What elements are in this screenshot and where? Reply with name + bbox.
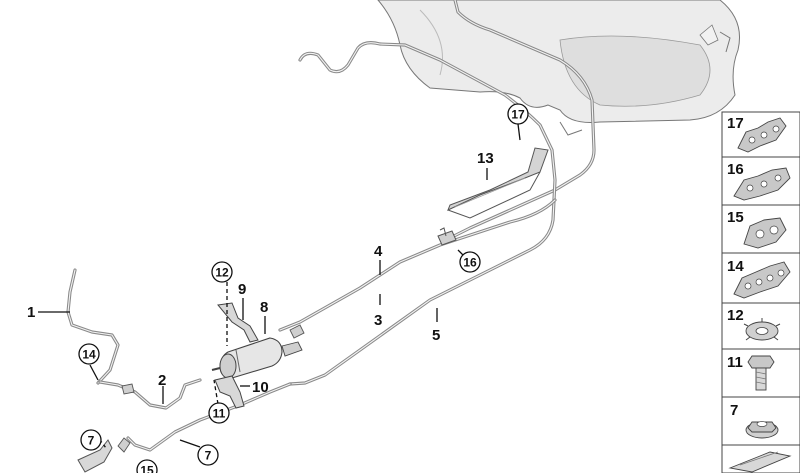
svg-text:7: 7 (88, 434, 95, 448)
svg-text:14: 14 (727, 258, 744, 275)
callout-9: 9 (238, 281, 246, 298)
svg-text:15: 15 (727, 209, 744, 226)
circled-callout-7b: 7 (197, 444, 219, 466)
parts-cell-12: 12 (721, 302, 800, 350)
parts-panel: 17 16 15 (721, 111, 800, 473)
circled-callout-7a: 7 (80, 429, 102, 451)
filter-bracket-lower (214, 375, 245, 409)
svg-text:15: 15 (140, 464, 154, 473)
circled-callout-17: 17 (507, 103, 529, 125)
callout-4: 4 (374, 243, 383, 260)
svg-text:16: 16 (727, 161, 744, 178)
svg-text:7: 7 (730, 402, 738, 419)
heat-shield-bracket (447, 147, 549, 219)
callout-2: 2 (158, 372, 166, 389)
lower-left-bracket (77, 437, 131, 473)
parts-cell-15: 15 (721, 204, 800, 254)
callout-1: 1 (27, 304, 35, 321)
fuel-pipes (66, 0, 596, 452)
circled-callout-11: 11 (208, 402, 230, 424)
circled-callout-14: 14 (78, 343, 100, 365)
svg-text:12: 12 (215, 266, 229, 280)
svg-text:14: 14 (82, 348, 96, 362)
circled-callout-12: 12 (211, 261, 233, 283)
callout-3: 3 (374, 312, 382, 329)
circled-callout-16: 16 (459, 251, 481, 273)
callout-10: 10 (252, 379, 269, 396)
fuel-filter (211, 337, 303, 379)
callout-13: 13 (477, 150, 494, 167)
hex-bolt-icon (747, 355, 775, 391)
svg-text:17: 17 (511, 108, 525, 122)
pipe-connector (121, 324, 305, 395)
svg-text:16: 16 (463, 256, 477, 270)
svg-text:17: 17 (727, 115, 744, 132)
gasket-strip-icon (728, 451, 792, 473)
filter-bracket-upper (217, 302, 259, 343)
parts-cell-gasket (721, 444, 800, 473)
triple-pipe-clip-icon (733, 167, 791, 201)
parts-cell-7: 7 (721, 396, 800, 446)
leader-lines (38, 123, 521, 449)
svg-text:7: 7 (205, 449, 212, 463)
pipe-clip-16 (437, 227, 457, 246)
parts-cell-14: 14 (721, 252, 800, 304)
callout-5: 5 (432, 327, 440, 344)
quad-pipe-clip-icon (733, 261, 791, 299)
svg-text:11: 11 (727, 354, 743, 371)
double-pipe-clip-icon (743, 217, 787, 249)
parts-cell-17: 17 (721, 111, 800, 158)
svg-text:12: 12 (727, 307, 744, 324)
parts-cell-16: 16 (721, 156, 800, 206)
fuel-tank (377, 0, 740, 136)
svg-text:11: 11 (213, 407, 226, 421)
callout-8: 8 (260, 299, 268, 316)
triple-pipe-clip-icon (737, 117, 787, 153)
circled-callout-15: 15 (136, 459, 158, 473)
toothed-washer-icon (743, 318, 781, 341)
flange-nut-icon (745, 421, 779, 439)
parts-cell-11: 11 (721, 348, 800, 398)
